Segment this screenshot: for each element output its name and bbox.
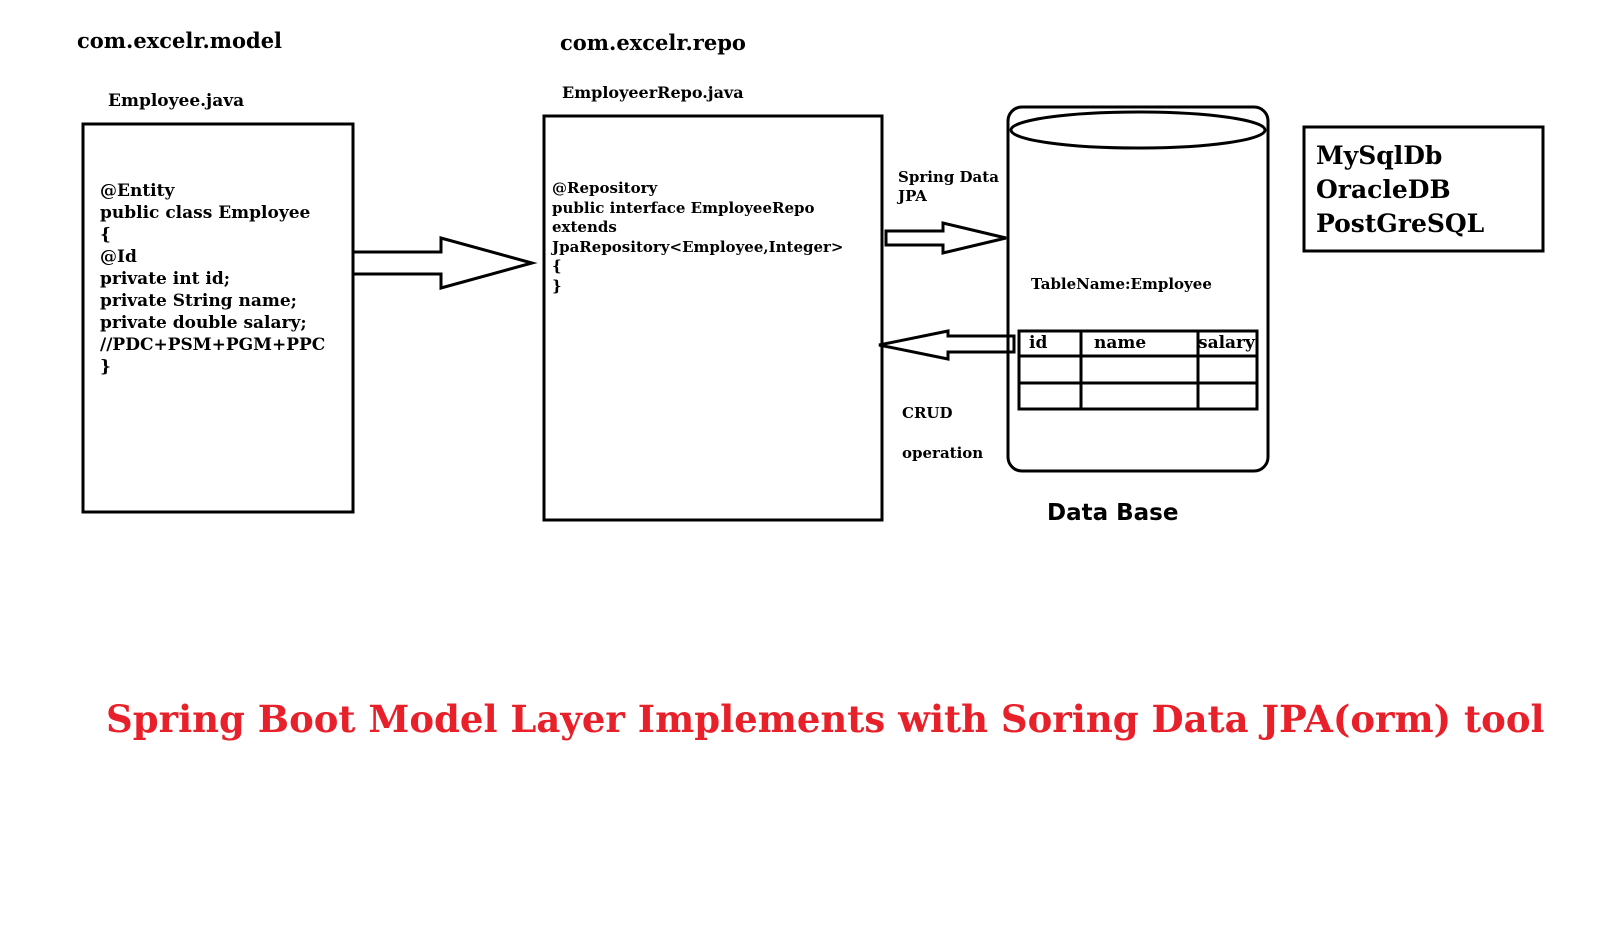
database-label: Data Base xyxy=(1047,500,1179,526)
arrow-label-line: JPA xyxy=(898,187,927,205)
code-line: //PDC+PSM+PGM+PPC xyxy=(100,335,326,355)
crud-label-line-1: CRUD xyxy=(902,404,953,422)
db-vendor-item: OracleDB xyxy=(1316,175,1451,204)
code-line: public interface EmployeeRepo xyxy=(552,198,815,217)
db-vendor-item: PostGreSQL xyxy=(1316,209,1485,238)
table-name-label: TableName:Employee xyxy=(1031,275,1212,293)
model-file-label: Employee.java xyxy=(108,91,245,111)
code-line: extends xyxy=(552,218,617,236)
repo-package-label: com.excelr.repo xyxy=(560,30,746,55)
code-line: @Repository xyxy=(552,179,658,197)
crud-operation-arrow xyxy=(878,329,1016,361)
table-header-id: id xyxy=(1029,333,1048,353)
repo-code-block: @Repository public interface EmployeeRep… xyxy=(552,179,844,296)
crud-label-line-2: operation xyxy=(902,444,984,462)
code-line: } xyxy=(552,276,562,295)
model-class-box xyxy=(81,122,355,514)
employee-table-grid xyxy=(1017,329,1259,411)
db-vendor-item: MySqlDb xyxy=(1316,141,1443,170)
code-line: public class Employee xyxy=(100,203,311,223)
spring-data-jpa-label: Spring Data JPA xyxy=(898,168,999,206)
model-code-block: @Entity public class Employee { @Id priv… xyxy=(100,180,325,378)
database-cylinder xyxy=(1006,105,1270,473)
code-line: } xyxy=(100,357,111,377)
code-line: @Entity xyxy=(100,181,175,201)
table-header-salary: salary xyxy=(1198,333,1255,353)
arrow-label-line: Spring Data xyxy=(898,168,999,186)
database-cylinder-top xyxy=(1009,110,1267,150)
db-vendor-box xyxy=(1302,125,1545,253)
code-line: JpaRepository<Employee,Integer> xyxy=(552,237,844,256)
db-vendor-list: MySqlDb OracleDB PostGreSQL xyxy=(1316,139,1484,241)
code-line: private int id; xyxy=(100,269,230,289)
code-line: @Id xyxy=(100,247,137,267)
diagram-caption: Spring Boot Model Layer Implements with … xyxy=(106,697,1545,741)
code-line: private double salary; xyxy=(100,313,307,333)
model-to-repo-arrow xyxy=(351,236,538,290)
code-line: { xyxy=(100,225,111,245)
spring-data-jpa-arrow xyxy=(884,221,1007,255)
code-line: private String name; xyxy=(100,291,297,311)
repo-interface-box xyxy=(542,114,884,522)
code-line: { xyxy=(552,257,562,275)
repo-file-label: EmployeerRepo.java xyxy=(562,83,744,102)
model-package-label: com.excelr.model xyxy=(77,28,283,53)
table-header-name: name xyxy=(1094,333,1147,353)
